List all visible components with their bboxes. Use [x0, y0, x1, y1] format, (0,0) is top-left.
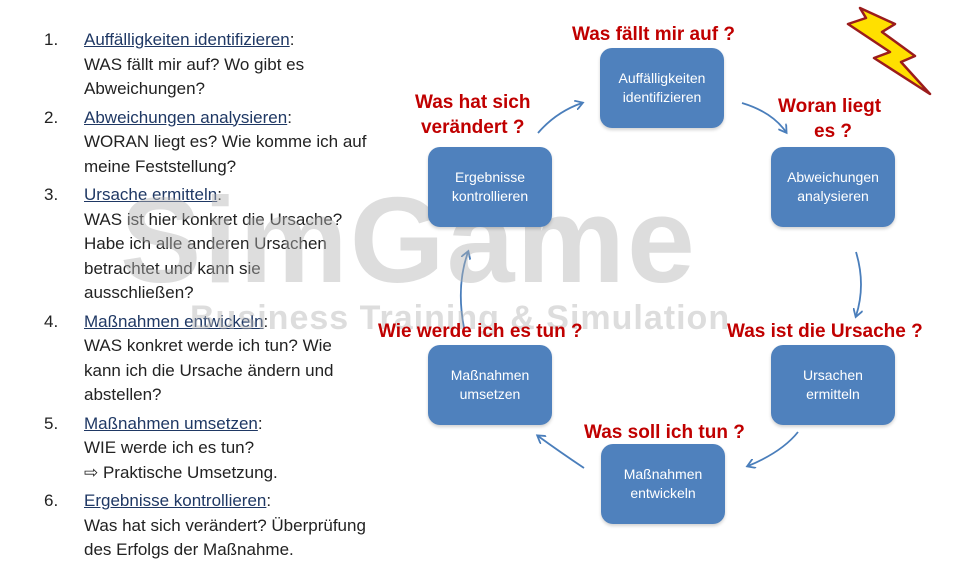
- question-line: Was soll ich tun ?: [584, 422, 745, 443]
- question-was-ist-die-ursache: Was ist die Ursache ?: [727, 319, 923, 344]
- node-label-line: Abweichungen: [787, 169, 879, 185]
- step-number: 6.: [44, 491, 59, 510]
- step-line: WAS fällt mir auf? Wo gibt es: [84, 54, 305, 74]
- step-item: 2. Abweichungen analysieren: WORAN liegt…: [44, 106, 394, 180]
- node-massnahmen-umsetzen: Maßnahmen umsetzen: [428, 345, 552, 425]
- question-line: verändert ?: [420, 117, 525, 138]
- question-line: Was ist die Ursache ?: [727, 321, 923, 342]
- step-line: betrachtet und kann sie: [84, 258, 261, 278]
- step-line: Was hat sich verändert? Überprüfung: [84, 515, 366, 535]
- step-item: 5. Maßnahmen umsetzen: WIE werde ich es …: [44, 412, 394, 486]
- step-number: 1.: [44, 30, 59, 49]
- node-ergebnisse-kontrollieren: Ergebnisse kontrollieren: [428, 147, 552, 227]
- question-was-faellt-mir-auf: Was fällt mir auf ?: [572, 22, 735, 47]
- node-auffaelligkeiten-identifizieren: Auffälligkeiten identifizieren: [600, 48, 724, 128]
- step-line: kann ich die Ursache ändern und: [84, 360, 334, 380]
- arrow-4-to-5: [538, 436, 585, 469]
- step-line: WAS konkret werde ich tun? Wie: [84, 336, 332, 355]
- question-line: es ?: [814, 121, 853, 142]
- step-line: des Erfolgs der Maßnahme.: [84, 540, 294, 559]
- question-line: Woran liegt: [778, 96, 882, 117]
- question-wie-werde-ich-es-tun: Wie werde ich es tun ?: [378, 319, 583, 344]
- step-item: 3. Ursache ermitteln: WAS ist hier konkr…: [44, 183, 394, 306]
- arrow-5-to-6: [459, 252, 468, 329]
- step-line: meine Feststellung?: [84, 156, 237, 176]
- step-line: WAS ist hier konkret die Ursache?: [84, 209, 343, 229]
- step-title: Maßnahmen entwickeln: [84, 311, 264, 331]
- step-item: 6. Ergebnisse kontrollieren: Was hat sic…: [44, 489, 394, 563]
- step-title: Ursache ermitteln: [84, 185, 218, 204]
- step-number: 4.: [44, 311, 59, 331]
- step-line: Habe ich alle anderen Ursachen: [84, 234, 327, 253]
- question-line: Was fällt mir auf ?: [572, 24, 735, 45]
- step-item: 4. Maßnahmen entwickeln: WAS konkret wer…: [44, 310, 394, 408]
- node-label-line: kontrollieren: [451, 188, 529, 204]
- arrow-3-to-4: [748, 431, 799, 466]
- question-line: Wie werde ich es tun ?: [378, 321, 583, 342]
- step-title: Abweichungen analysieren: [84, 107, 288, 127]
- node-label-line: ermitteln: [806, 386, 860, 402]
- question-was-hat-sich-veraendert: Was hat sich verändert ?: [415, 90, 530, 140]
- node-ursachen-ermitteln: Ursachen ermitteln: [771, 345, 895, 425]
- step-number: 3.: [44, 185, 59, 204]
- step-title: Ergebnisse kontrollieren: [84, 491, 267, 510]
- arrow-2-to-3: [856, 251, 861, 316]
- step-line: WORAN liegt es? Wie komme ich auf: [84, 132, 367, 151]
- node-label-line: Maßnahmen: [450, 367, 530, 383]
- step-line: ⇨ Praktische Umsetzung.: [84, 462, 278, 482]
- step-line: abstellen?: [84, 385, 162, 404]
- arrow-1-to-2: [741, 102, 786, 132]
- step-line: Abweichungen?: [84, 79, 205, 98]
- question-woran-liegt-es: Woran liegt es ?: [778, 94, 881, 144]
- node-massnahmen-entwickeln: Maßnahmen entwickeln: [601, 444, 725, 524]
- node-label-line: identifizieren: [622, 89, 702, 105]
- step-line: WIE werde ich es tun?: [84, 438, 255, 457]
- node-label-line: Auffälligkeiten: [618, 70, 706, 86]
- node-label-line: Maßnahmen: [623, 466, 703, 482]
- node-label-line: umsetzen: [459, 386, 521, 402]
- question-was-soll-ich-tun: Was soll ich tun ?: [584, 420, 745, 445]
- node-label-line: Ursachen: [803, 367, 863, 383]
- step-number: 2.: [44, 107, 59, 127]
- steps-list: 1. Auffälligkeiten identifizieren: WAS f…: [44, 28, 394, 567]
- node-label-line: Ergebnisse: [454, 169, 526, 185]
- node-label-line: entwickeln: [630, 485, 696, 501]
- node-abweichungen-analysieren: Abweichungen analysieren: [771, 147, 895, 227]
- step-number: 5.: [44, 413, 59, 433]
- arrow-6-to-1: [537, 103, 582, 134]
- step-title: Maßnahmen umsetzen: [84, 413, 258, 433]
- node-label-line: analysieren: [797, 188, 869, 204]
- step-title: Auffälligkeiten identifizieren: [84, 30, 290, 49]
- step-item: 1. Auffälligkeiten identifizieren: WAS f…: [44, 28, 394, 102]
- question-line: Was hat sich: [415, 92, 531, 113]
- step-line: ausschließen?: [84, 283, 194, 302]
- lightning-bolt-icon: [846, 6, 932, 96]
